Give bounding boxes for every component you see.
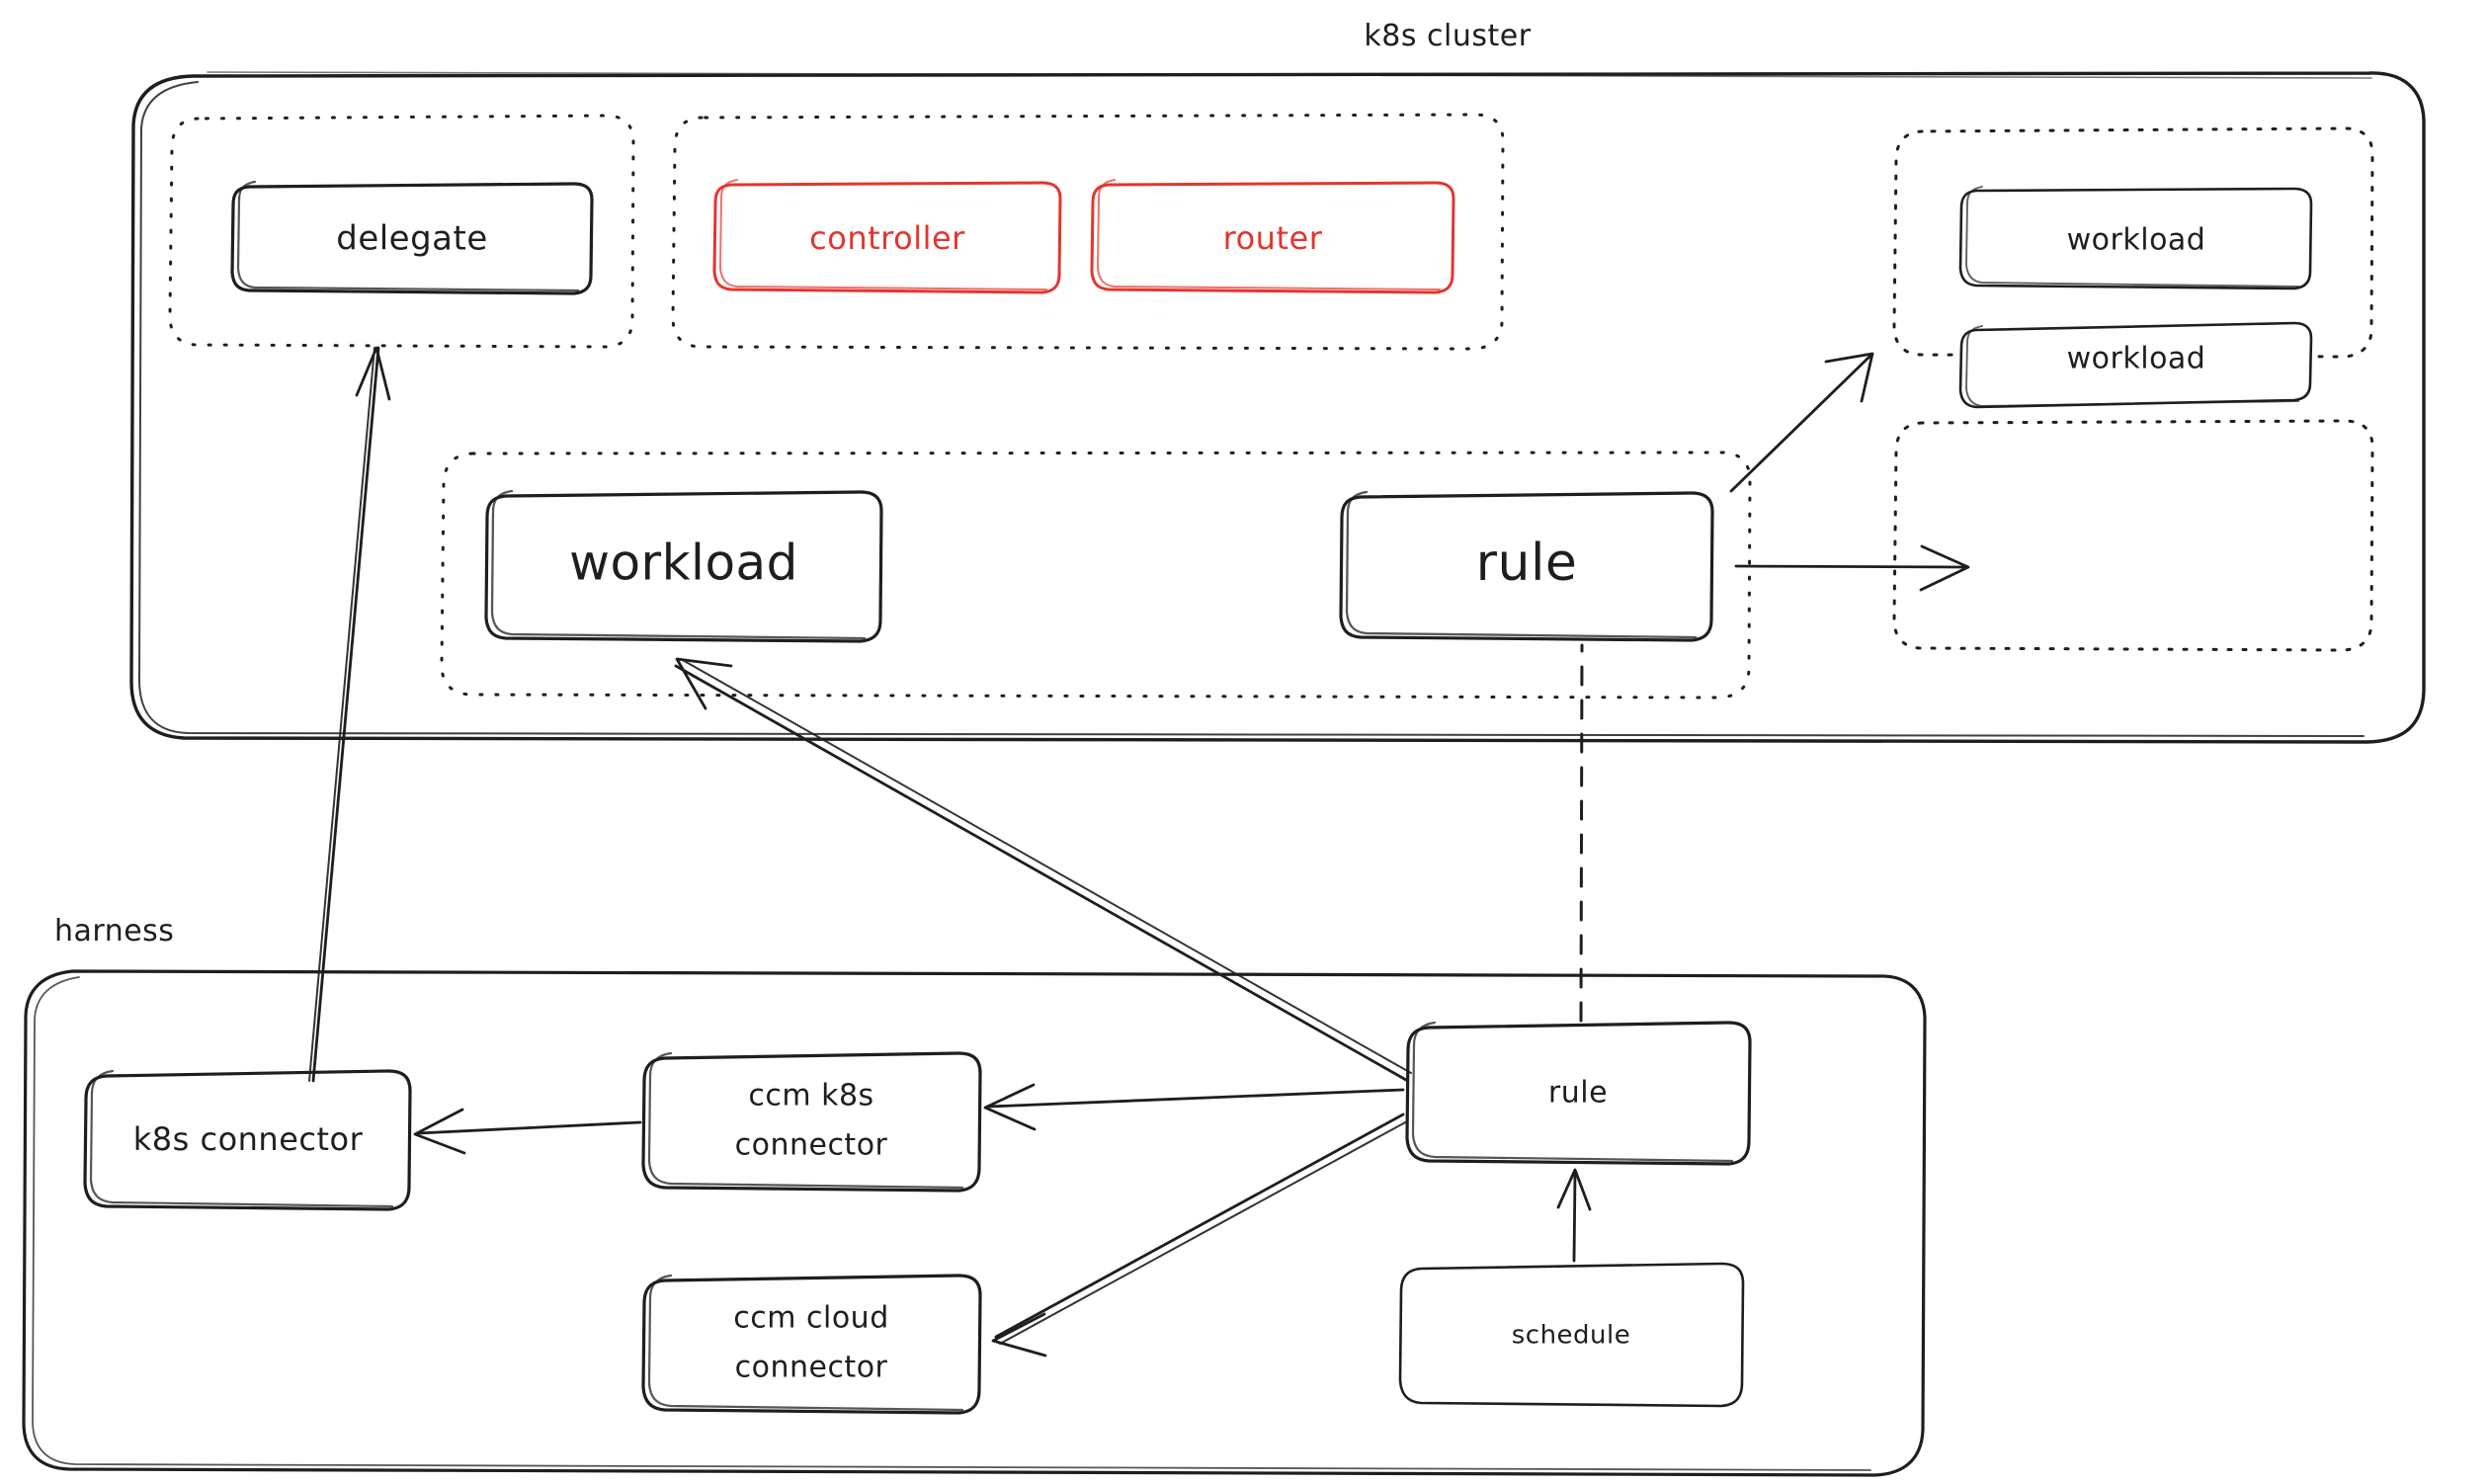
workload-top-right-label: workload [2067, 223, 2206, 258]
edge-ccm-k8s-to-k8s-connector [413, 1108, 642, 1155]
rule-harness-label: rule [1548, 1076, 1608, 1111]
node-schedule[interactable]: schedule [1398, 1262, 1745, 1408]
subgroup-controller-namespace[interactable] [671, 113, 1505, 351]
subgroup-workload-namespace-top[interactable] [1892, 126, 2374, 359]
node-rule-harness[interactable]: rule [1405, 1021, 1752, 1166]
controller-label: controller [809, 219, 965, 257]
delegate-label: delegate [336, 219, 488, 259]
node-workload-bottom-right[interactable]: workload [1958, 321, 2313, 409]
group-harness[interactable] [22, 969, 1927, 1477]
subgroup-delegate-namespace[interactable] [168, 114, 635, 349]
k8s-connector-label: k8s connector [133, 1120, 364, 1158]
k8s-cluster-label: k8s cluster [1364, 19, 1531, 53]
edge-rule-harness-to-ccm-cloud [991, 1113, 1408, 1358]
node-delegate[interactable]: delegate [230, 180, 594, 295]
ccm-k8s-connector-label-line2: connector [735, 1128, 888, 1163]
rule-cluster-label: rule [1476, 534, 1578, 593]
group-k8s-cluster[interactable] [129, 71, 2426, 744]
ccm-k8s-connector-label-line1: ccm k8s [748, 1079, 873, 1113]
node-workload-top-right[interactable]: workload [1958, 186, 2313, 290]
node-rule-cluster[interactable]: rule [1339, 490, 1714, 642]
ccm-cloud-connector-label-line2: connector [735, 1351, 888, 1385]
schedule-label: schedule [1512, 1321, 1631, 1351]
router-label: router [1223, 219, 1323, 257]
node-ccm-cloud-connector[interactable]: ccm cloud connector [641, 1274, 982, 1415]
edge-k8s-connector-to-delegate [308, 346, 391, 1083]
edge-rule-harness-to-workload-center [674, 657, 1412, 1082]
edge-rule-harness-to-ccm-k8s [983, 1083, 1405, 1131]
node-router[interactable]: router [1090, 179, 1455, 294]
node-k8s-connector[interactable]: k8s connector [83, 1069, 412, 1211]
node-ccm-k8s-connector[interactable]: ccm k8s connector [641, 1051, 982, 1193]
node-workload-center[interactable]: workload [484, 489, 883, 643]
node-controller[interactable]: controller [712, 179, 1062, 294]
workload-bottom-right-label: workload [2067, 342, 2206, 376]
edge-schedule-to-rule-harness [1556, 1168, 1592, 1263]
workload-center-label: workload [569, 535, 798, 592]
edge-rule-cluster-to-workload-bottom [1734, 544, 1970, 592]
ccm-cloud-connector-label-line1: ccm cloud [733, 1301, 889, 1336]
edge-rule-harness-to-rule-cluster [1579, 643, 1584, 1023]
edge-rule-cluster-to-workload-top [1729, 352, 1874, 493]
subgroup-workload-namespace-bottom[interactable] [1892, 419, 2374, 652]
harness-label: harness [54, 914, 174, 948]
